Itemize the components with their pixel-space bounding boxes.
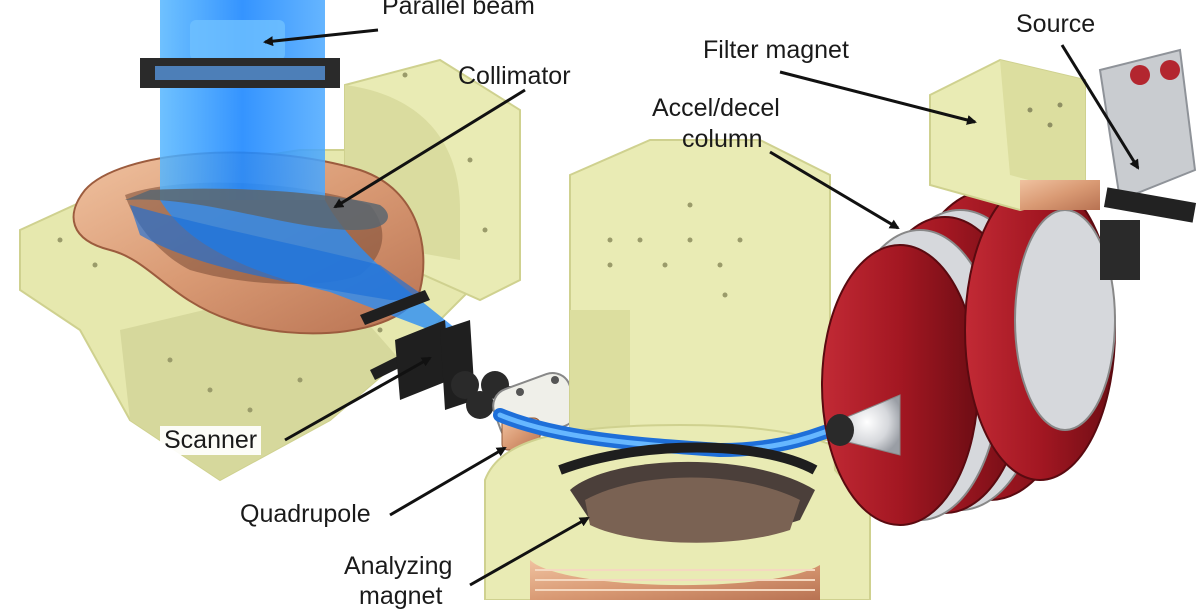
collimator-plate (125, 188, 388, 230)
label-source: Source (1016, 10, 1096, 38)
leader-lines (263, 28, 1140, 587)
label-parallel-beam: Parallel beam (382, 0, 535, 20)
analyzer-pole (570, 461, 815, 543)
arrow-quadrupole (389, 446, 507, 517)
arrow-parallel-beam (263, 28, 379, 47)
analyzer-tower (569, 139, 831, 441)
arrow-source (1060, 44, 1140, 170)
ion-source-assembly (1098, 48, 1197, 280)
arrow-collimator (333, 88, 526, 209)
label-analyzing-line2: magnet (355, 582, 447, 611)
extraction-nozzle (826, 394, 901, 456)
analyzer-beam-path (493, 408, 862, 475)
arrow-accel-decel (769, 150, 900, 230)
parallel-beam (130, 0, 470, 345)
label-collimator: Collimator (458, 62, 571, 90)
parallel-beam-clamp (140, 58, 340, 88)
label-analyzing-line1: Analyzing (340, 552, 457, 581)
label-filter-magnet: Filter magnet (703, 36, 849, 64)
arrow-analyzing-magnet (469, 516, 590, 587)
filter-magnet-block (929, 58, 1100, 212)
label-quadrupole: Quadrupole (236, 500, 375, 529)
label-accel-decel-line2: column (682, 125, 763, 153)
accel-decel-column (821, 179, 1116, 526)
arrow-scanner (284, 356, 432, 442)
arrow-filter-magnet (779, 70, 977, 125)
label-accel-decel-line1: Accel/decel (652, 94, 780, 122)
label-scanner: Scanner (160, 426, 262, 455)
